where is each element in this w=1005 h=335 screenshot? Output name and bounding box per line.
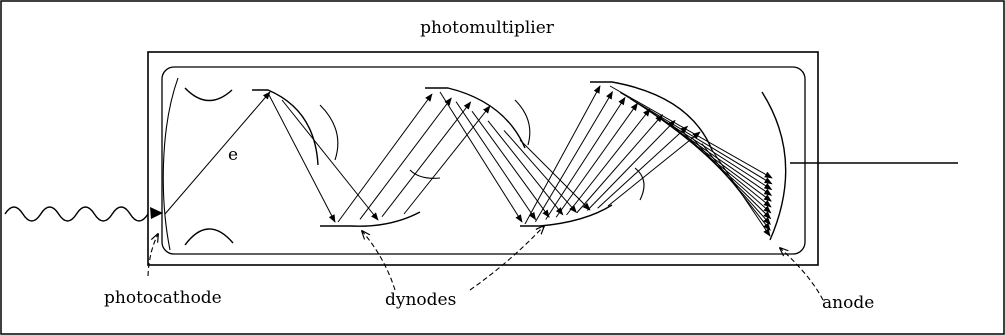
photon-arrowhead bbox=[150, 207, 163, 219]
electron-path-17 bbox=[566, 108, 651, 216]
dynodes-label: dynodes bbox=[385, 290, 456, 310]
dynode-2 bbox=[320, 211, 421, 227]
dynodes-pointer-2 bbox=[469, 226, 544, 291]
electron-path-16 bbox=[555, 102, 638, 218]
electron-path-9 bbox=[471, 110, 550, 218]
electron-path-11 bbox=[503, 130, 577, 213]
electron-path-31 bbox=[701, 143, 771, 231]
dynode-5 bbox=[590, 81, 713, 151]
electron-path-19 bbox=[586, 119, 676, 211]
electron-path-10 bbox=[487, 120, 564, 216]
electron-trajectories bbox=[164, 85, 773, 237]
electron-path-2 bbox=[281, 99, 379, 221]
photocathode-pointer bbox=[147, 234, 158, 277]
anode-plate bbox=[761, 91, 787, 241]
tube-inner-wall bbox=[161, 66, 806, 255]
anode-label: anode bbox=[822, 293, 874, 313]
dynode-3-shield bbox=[514, 99, 531, 146]
electron-path-23 bbox=[619, 91, 773, 185]
electron-path-12 bbox=[519, 139, 591, 211]
photocathode-plate bbox=[162, 77, 179, 251]
electron-path-18 bbox=[576, 114, 664, 214]
electron-path-14 bbox=[534, 91, 613, 223]
dynode-1-shield bbox=[319, 104, 339, 161]
electron-path-6 bbox=[403, 105, 491, 215]
dynode-4-shield bbox=[634, 167, 645, 201]
electron-path-13 bbox=[524, 85, 601, 225]
electron-path-22 bbox=[609, 85, 773, 179]
dynodes-pointer-1 bbox=[362, 231, 396, 291]
electron-path-5 bbox=[381, 101, 472, 217]
focus-electrode-top bbox=[184, 87, 233, 102]
dynode-2-shield bbox=[409, 169, 441, 179]
electron-path-15 bbox=[545, 96, 626, 220]
title-label: photomultiplier bbox=[420, 18, 555, 38]
tube-outer-wall bbox=[147, 51, 819, 266]
photon-wave bbox=[4, 206, 149, 222]
dynode-group bbox=[252, 81, 713, 227]
electron-path-21 bbox=[607, 131, 701, 207]
focus-electrode-bottom bbox=[184, 228, 234, 246]
electron-path-7 bbox=[439, 91, 523, 223]
electron-path-3 bbox=[337, 93, 433, 223]
electron-path-8 bbox=[455, 101, 537, 221]
electron-path-20 bbox=[597, 125, 689, 209]
electron-path-26 bbox=[650, 111, 772, 202]
electron-path-1 bbox=[267, 92, 336, 223]
electron-label: e bbox=[228, 145, 238, 165]
photocathode-label: photocathode bbox=[104, 288, 222, 308]
electron-path-4 bbox=[359, 97, 452, 220]
anode-pointer bbox=[780, 248, 824, 301]
electron-path-0 bbox=[164, 91, 271, 215]
electron-path-32 bbox=[711, 149, 771, 237]
dynode-3 bbox=[425, 87, 526, 149]
dynode-1 bbox=[252, 89, 319, 166]
electron-path-27 bbox=[660, 117, 772, 208]
